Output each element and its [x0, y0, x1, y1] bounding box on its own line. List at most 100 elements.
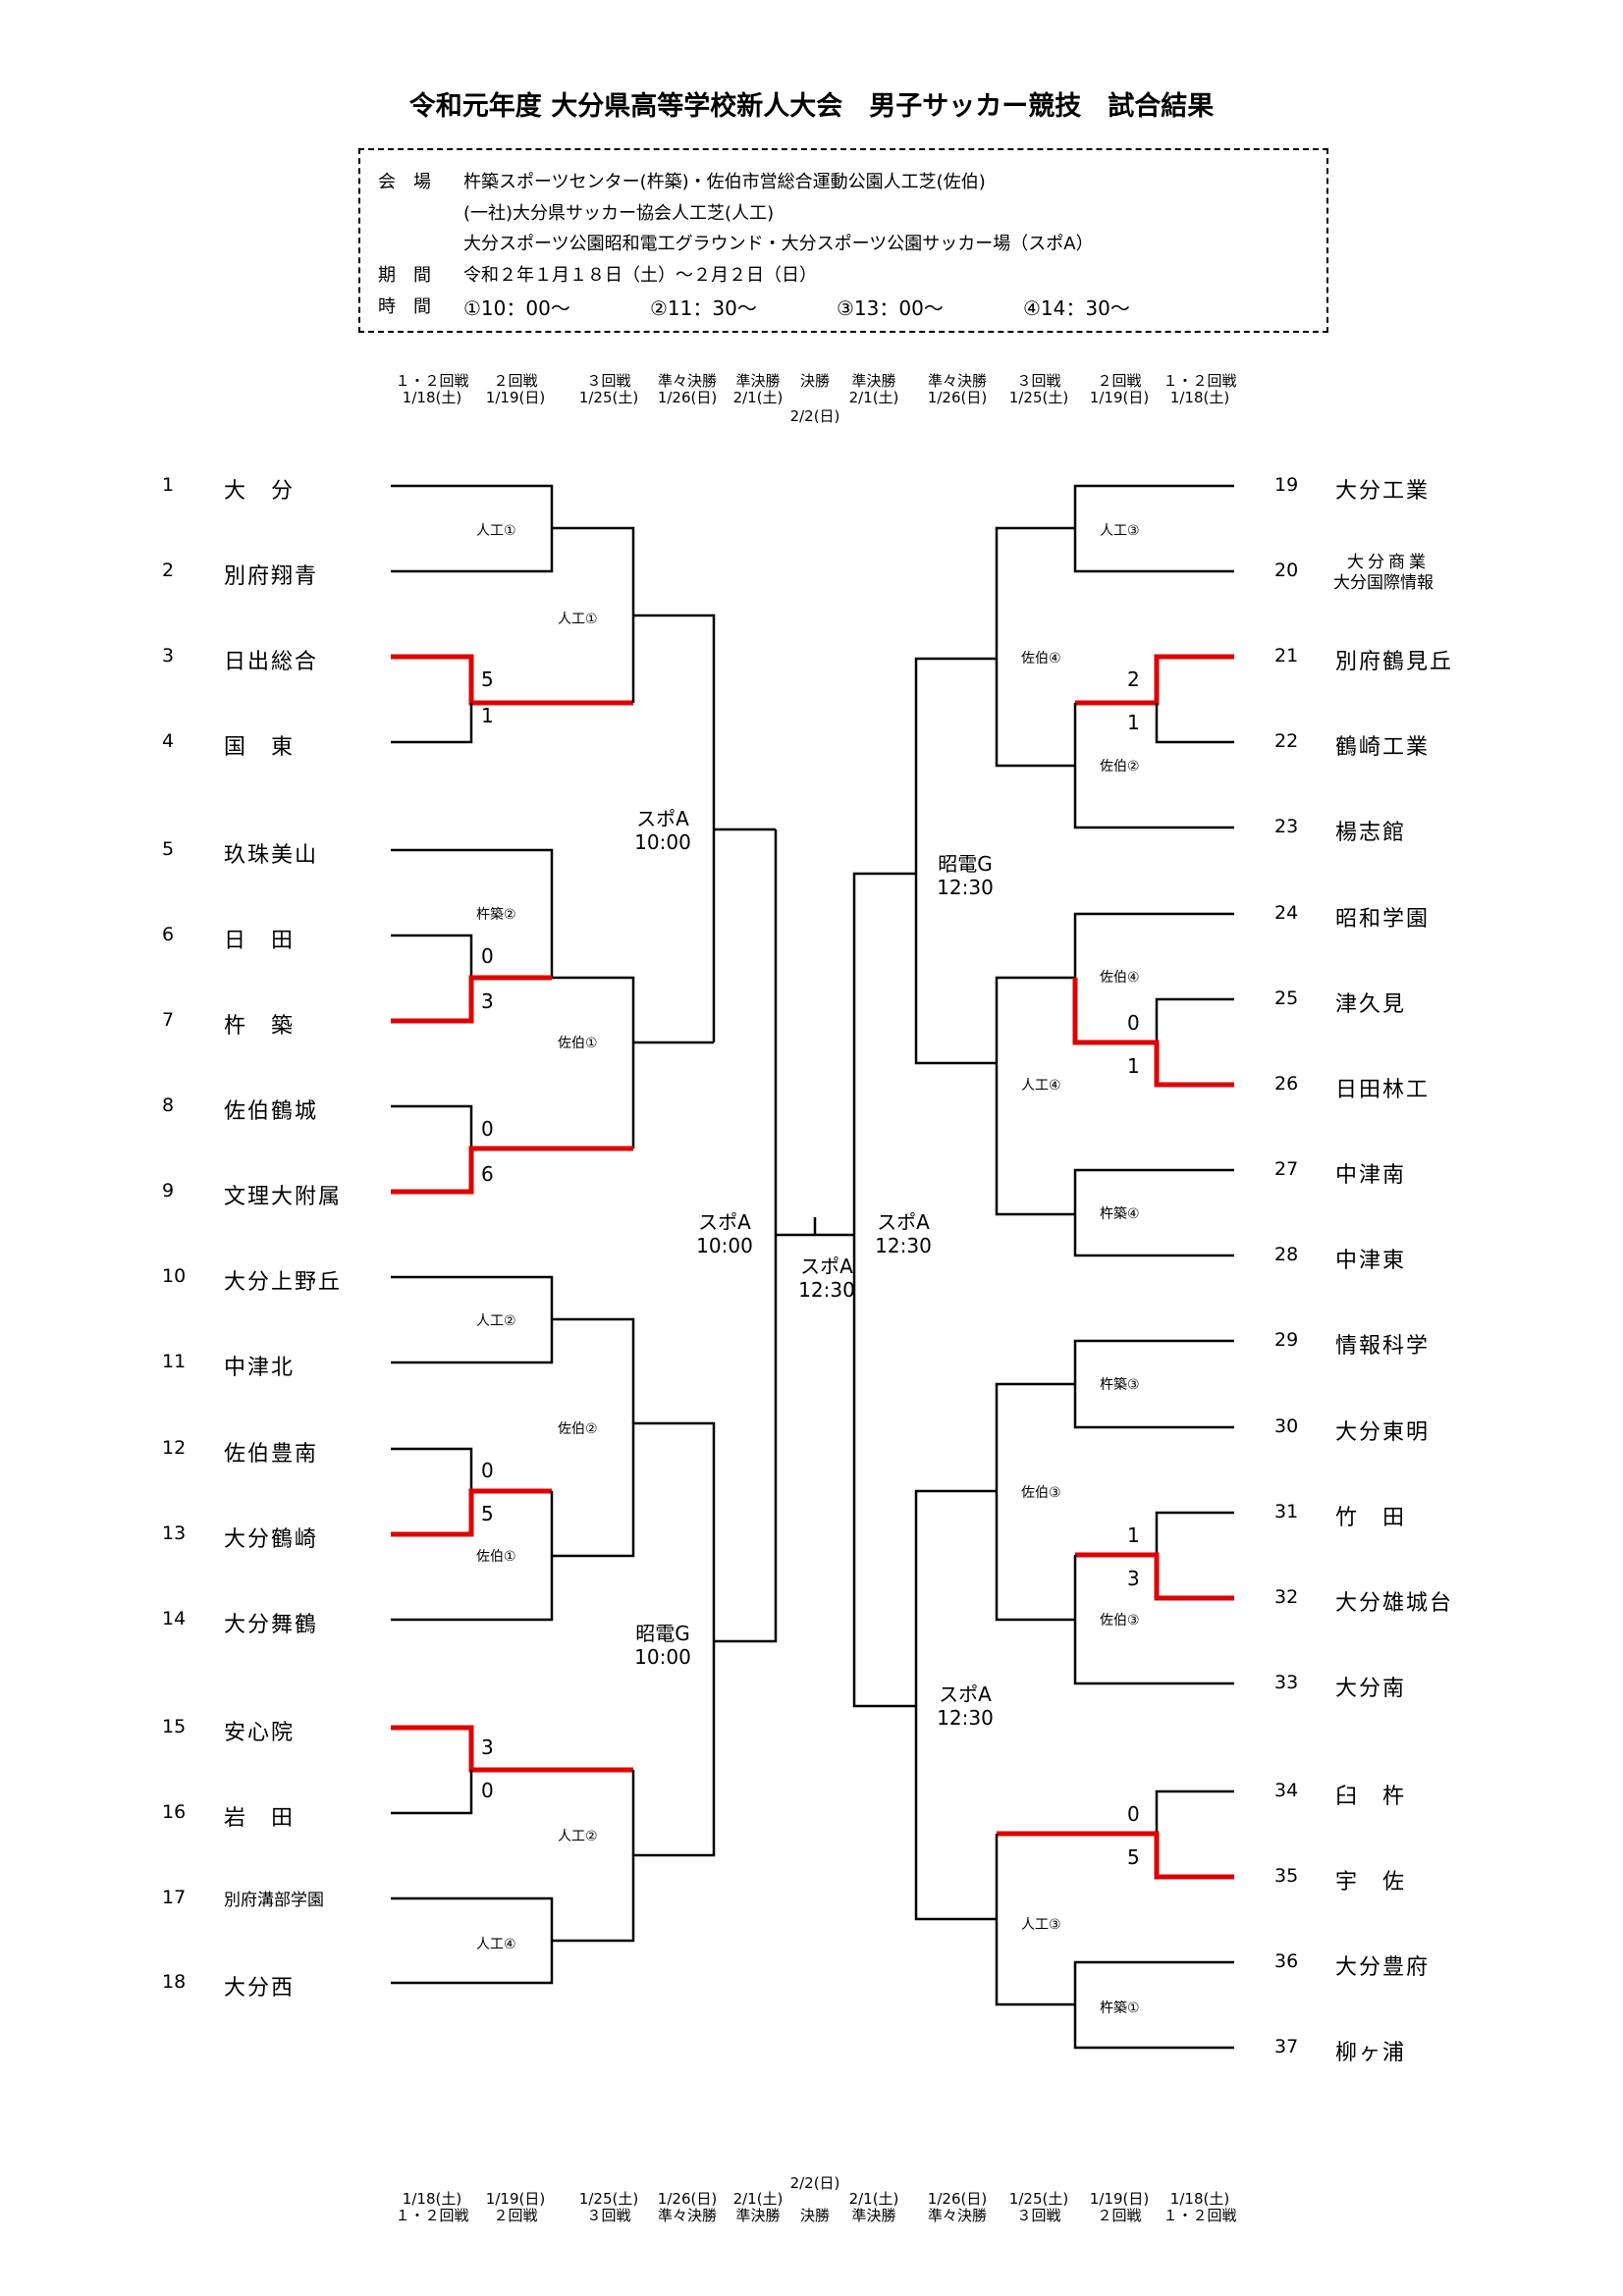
- team-number: 1: [162, 474, 175, 496]
- team-name: 岩 田: [224, 1806, 296, 1831]
- team-name: 中津北: [224, 1356, 296, 1380]
- round-date: 1/26(日): [927, 389, 988, 406]
- venue-label: スポA: [800, 1255, 853, 1278]
- bracket-line: [391, 1317, 635, 1423]
- team-number: 13: [162, 1522, 187, 1544]
- team-number: 8: [162, 1095, 175, 1116]
- round-name: ２回戦: [493, 372, 538, 390]
- round-name: 準決勝: [851, 2207, 896, 2224]
- score: 6: [481, 1162, 494, 1186]
- venue-label: 会 場: [378, 172, 431, 192]
- venue-label: 佐伯①: [476, 1549, 516, 1565]
- venue-label: 昭電G: [635, 1622, 690, 1645]
- round-name: １・２回戦: [395, 2207, 469, 2224]
- time-4: ④14：30～: [1023, 296, 1130, 320]
- team-name: 安心院: [224, 1721, 296, 1745]
- team-name: 大分南: [1335, 1677, 1407, 1701]
- venue-time: 12:30: [937, 876, 994, 899]
- venue-line-3: 大分スポーツ公園昭和電工グラウンド・大分スポーツ公園サッカー場（スポA）: [463, 234, 1094, 254]
- round-date: 1/26(日): [657, 389, 718, 406]
- score: 3: [481, 989, 494, 1013]
- winner-path: [1075, 654, 1234, 706]
- venue-line-2: (一社)大分県サッカー協会人工芝(人工): [463, 203, 775, 224]
- bracket-line: [391, 1104, 473, 1148]
- round-date: 1/18(土): [402, 2190, 462, 2208]
- venue-line-1: 杵築スポーツセンター(杵築)・佐伯市営総合運動公園人工芝(佐伯): [463, 172, 986, 192]
- team-name: 別府鶴見丘: [1335, 650, 1454, 674]
- round-name: 準々決勝: [657, 372, 717, 390]
- venue-label: 杵築④: [1100, 1206, 1140, 1222]
- team-number: 12: [162, 1437, 187, 1459]
- team-name: 楊志館: [1335, 821, 1407, 845]
- venue-label: スポA: [698, 1210, 751, 1234]
- venue-label: 佐伯②: [558, 1421, 598, 1437]
- round-date: 2/1(土): [732, 389, 784, 406]
- time-label: 時 間: [378, 296, 431, 317]
- score: 1: [1127, 1054, 1140, 1078]
- team-number: 18: [162, 1971, 187, 1993]
- team-name: 中津東: [1335, 1249, 1407, 1273]
- round-name: 準決勝: [735, 2207, 781, 2224]
- winner-path: [1075, 1552, 1234, 1601]
- bracket-line: [995, 1834, 1075, 2006]
- team-number: 2: [162, 560, 175, 581]
- round-date: 2/1(土): [848, 389, 899, 406]
- venue-label: 佐伯③: [1021, 1485, 1061, 1501]
- team-number: 28: [1274, 1244, 1299, 1265]
- round-date: 1/18(土): [402, 389, 462, 406]
- round-date: 1/26(日): [657, 2190, 718, 2208]
- score: 0: [1127, 1802, 1140, 1826]
- winner-path: [391, 654, 633, 706]
- round-date: 1/25(土): [578, 2190, 639, 2208]
- bracket-line: [391, 1941, 554, 1985]
- team-name: 玖珠美山: [224, 843, 319, 868]
- venue-time: 10:00: [634, 1645, 691, 1669]
- round-name: 準決勝: [851, 372, 896, 390]
- team-name: 大分商業: [1347, 553, 1430, 572]
- bracket-line: [550, 1421, 716, 1641]
- team-name: 柳ヶ浦: [1335, 2041, 1407, 2065]
- bracket-line: [914, 657, 997, 1065]
- bracket-line: [1073, 1960, 1234, 2050]
- team-number: 3: [162, 645, 175, 667]
- venue-time: 12:30: [937, 1706, 994, 1730]
- round-name: ３回戦: [1016, 372, 1061, 390]
- team-name: 大分国際情報: [1333, 573, 1434, 593]
- bracket-line: [1155, 1789, 1234, 1834]
- score: 2: [1127, 667, 1140, 691]
- score: 5: [481, 667, 494, 691]
- round-date: 2/1(土): [732, 2190, 784, 2208]
- venue-time: 12:30: [875, 1234, 932, 1257]
- time-1: ①10：00～: [463, 296, 570, 320]
- team-name: 国 東: [224, 735, 296, 760]
- round-name: ２回戦: [1097, 372, 1142, 390]
- venue-label: 杵築②: [476, 907, 516, 923]
- team-number: 24: [1274, 902, 1299, 924]
- bracket-line: [1155, 703, 1234, 744]
- bracket-line: [1073, 1555, 1234, 1685]
- venue-label: 杵築③: [1100, 1377, 1140, 1393]
- team-name: 杵 築: [224, 1014, 296, 1039]
- period-label: 期 間: [378, 265, 431, 286]
- team-number: 5: [162, 838, 175, 860]
- score: 5: [1127, 1845, 1140, 1869]
- round-date: 1/19(日): [485, 389, 546, 406]
- round-name: ３回戦: [586, 372, 631, 390]
- bracket-line: [391, 848, 635, 1148]
- round-date: 1/19(日): [1089, 2190, 1150, 2208]
- team-number: 6: [162, 924, 175, 945]
- bracket-line: [391, 1855, 635, 1943]
- team-number: 21: [1274, 645, 1299, 667]
- bracket-line: [1155, 997, 1234, 1085]
- team-name: 宇 佐: [1335, 1870, 1407, 1895]
- round-name: 準々決勝: [657, 2207, 717, 2224]
- round-name: ２回戦: [493, 2207, 538, 2224]
- team-name: 竹 田: [1335, 1506, 1407, 1530]
- team-number: 31: [1274, 1501, 1299, 1522]
- bracket-line: [633, 614, 716, 1042]
- venue-label: 人工①: [558, 612, 598, 627]
- score: 0: [1127, 1011, 1140, 1035]
- round-name: 準決勝: [735, 372, 781, 390]
